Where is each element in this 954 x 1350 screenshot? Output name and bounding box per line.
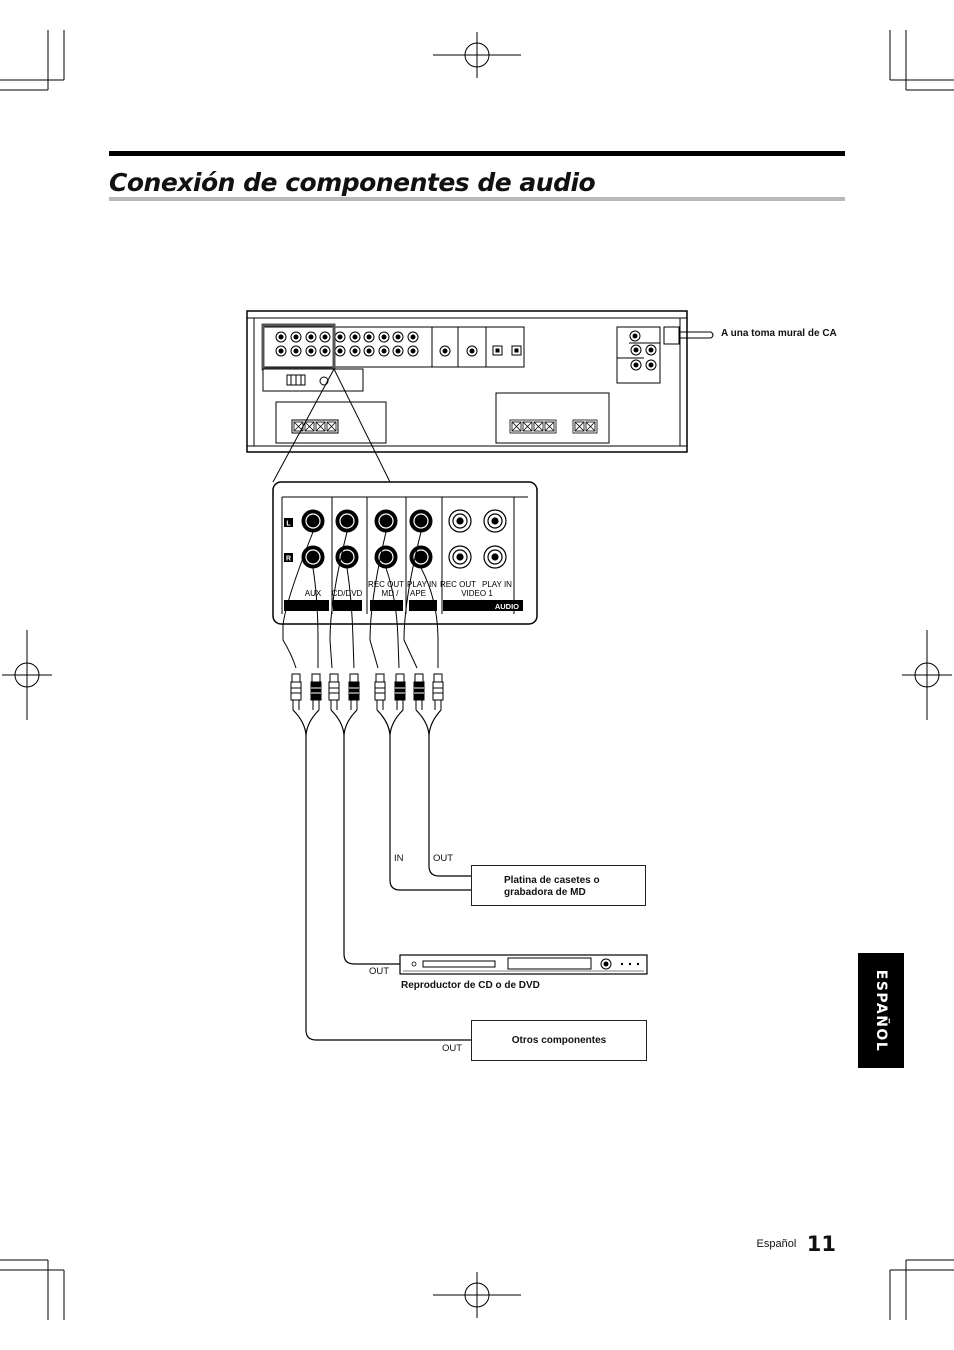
md-label: MD /	[382, 589, 400, 598]
cd-dvd-player-label: Reproductor de CD o de DVD	[401, 980, 540, 991]
tape-deck-line1: Platina de casetes o	[504, 875, 600, 886]
video-play-in-label: PLAY IN	[482, 580, 512, 589]
video-rec-out-label: REC OUT	[440, 580, 476, 589]
page-footer: Español 11	[757, 1232, 836, 1256]
tape-in-label: IN	[394, 853, 404, 864]
title-bottom-rule	[109, 197, 845, 201]
language-side-tab: ESPAÑOL	[858, 953, 904, 1068]
other-out-label: OUT	[442, 1043, 463, 1054]
other-components-label: Otros componentes	[511, 1035, 607, 1046]
footer-language: Español	[756, 1238, 797, 1250]
cd-dvd-label: CD/DVD	[332, 589, 363, 598]
channel-left-label: L	[286, 521, 291, 528]
tape-deck-box: Platina de casetes o grabadora de MD	[471, 865, 646, 906]
cd-out-label: OUT	[369, 966, 390, 977]
page-title: Conexión de componentes de audio	[109, 168, 596, 197]
audio-tag: AUDIO	[495, 602, 519, 611]
title-top-rule	[109, 151, 845, 156]
rca-plugs	[290, 673, 444, 711]
rec-out-label: REC OUT	[368, 580, 404, 589]
other-components-box: Otros componentes	[471, 1020, 647, 1061]
jack-panel-enlarged: L R AUX CD/DVD REC OUT MD / PLAY IN APE …	[272, 481, 538, 625]
receiver-rear-panel	[246, 310, 714, 453]
tape-out-label: OUT	[433, 853, 454, 864]
tape-deck-line2: grabadora de MD	[504, 887, 586, 898]
cd-dvd-player	[399, 954, 648, 975]
channel-right-label: R	[286, 556, 291, 563]
video1-label: VIDEO 1	[461, 589, 493, 598]
page-number: 11	[806, 1232, 836, 1256]
tape-label: APE	[410, 589, 426, 598]
play-in-label: PLAY IN	[407, 580, 437, 589]
ac-outlet-label: A una toma mural de CA	[721, 328, 837, 339]
side-tab-label: ESPAÑOL	[873, 969, 889, 1052]
aux-label: AUX	[305, 589, 322, 598]
